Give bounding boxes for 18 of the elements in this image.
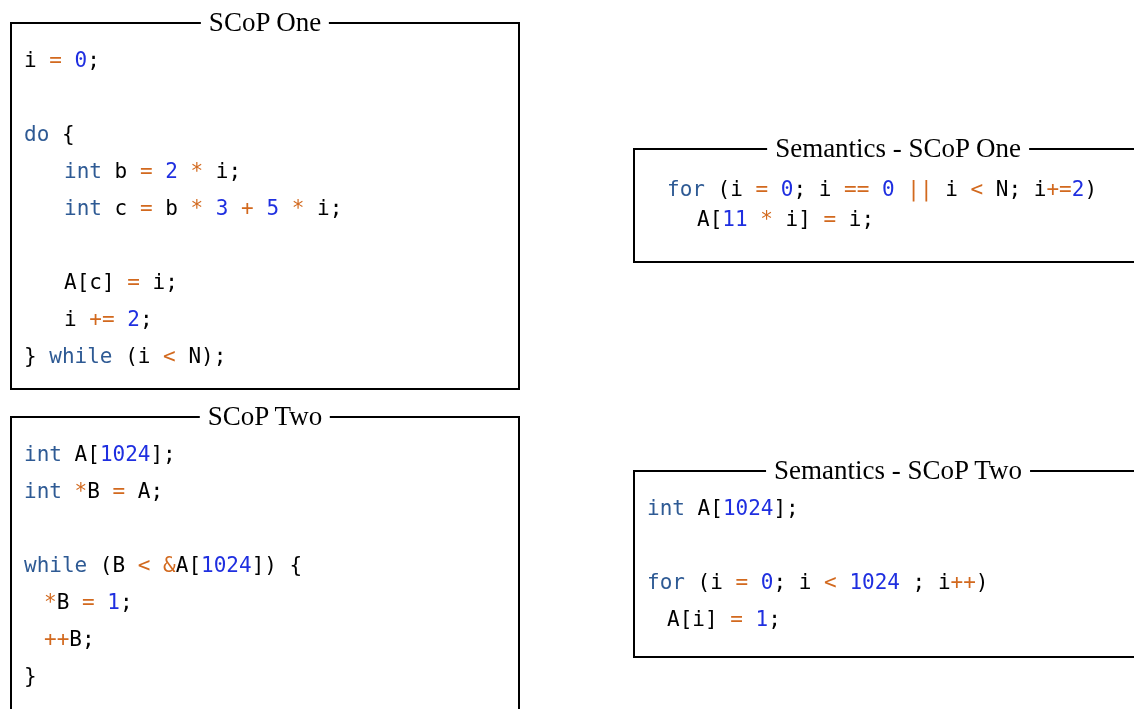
code-line: } (24, 663, 37, 690)
code-line: } while (i < N); (24, 343, 227, 370)
code-line: A[c] = i; (64, 269, 178, 296)
code-line: int A[1024]; (647, 495, 799, 522)
code-line: while (B < &A[1024]) { (24, 552, 303, 579)
code-line: int c = b * 3 + 5 * i; (64, 195, 343, 222)
code-line: ++B; (44, 626, 95, 653)
code-line: i = 0; (24, 47, 100, 74)
code-line: int A[1024]; (24, 441, 176, 468)
code-line: i += 2; (64, 306, 153, 333)
code-line: for (i = 0; i < 1024 ; i++) (647, 569, 989, 596)
code-line: A[i] = 1; (667, 606, 781, 633)
code-line: for (i = 0; i == 0 || i < N; i+=2) (667, 176, 1098, 203)
code-line: int *B = A; (24, 478, 164, 505)
code-line: do { (24, 121, 75, 148)
code-line: A[11 * i] = i; (697, 206, 875, 233)
code-line: *B = 1; (44, 589, 133, 616)
code-line: int b = 2 * i; (64, 158, 242, 185)
